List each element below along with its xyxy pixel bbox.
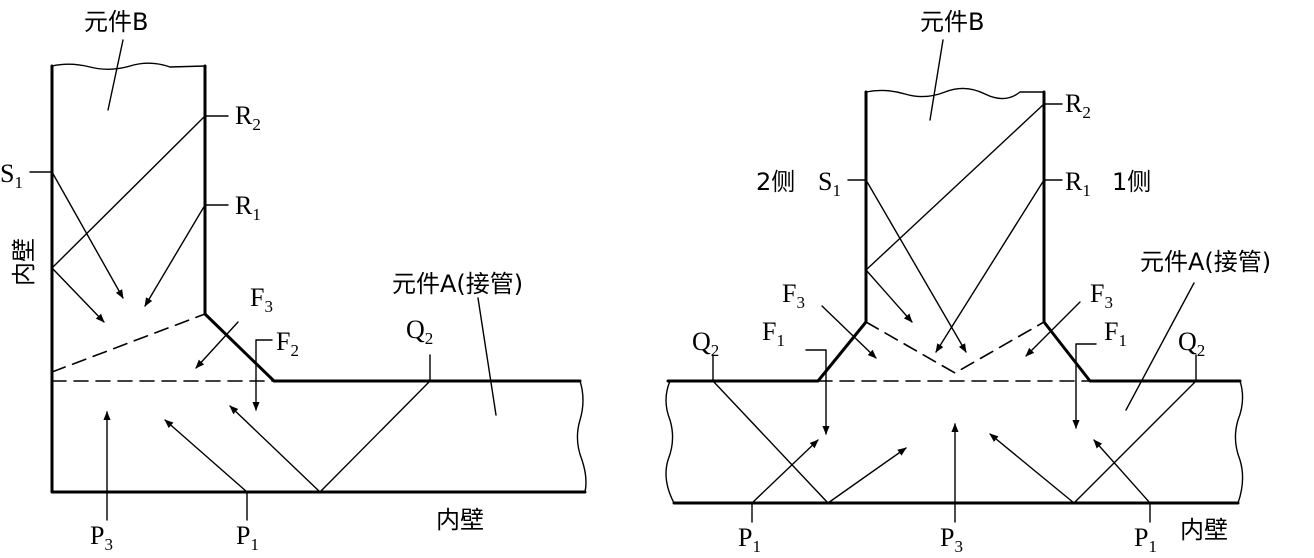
right-side-2-label: 2侧: [756, 168, 795, 196]
right-r1-label: R1: [1065, 167, 1091, 200]
left-ray-p1-a: [164, 419, 248, 493]
right-inner-wall-bottom-label: 内壁: [1180, 516, 1228, 544]
right-ray-q2-left-reflect: [712, 380, 829, 504]
right-f1-left-label: F1: [762, 317, 785, 350]
right-ray-s1: [865, 179, 967, 353]
left-p1-label: P1: [236, 521, 259, 554]
left-ray-s1: [51, 171, 124, 299]
left-ray-f3: [195, 321, 239, 369]
left-diagram: 元件B 元件A(接管) 内壁 内壁 S1 R2 R1 F3 F2 Q2 P3 P…: [0, 8, 587, 554]
right-q2-left-label: Q2: [692, 327, 719, 360]
right-s1-label: S1: [818, 167, 841, 200]
right-component-b-left-edge: [666, 90, 868, 383]
left-component-b-leader: [107, 39, 124, 111]
left-ray-r1: [144, 204, 206, 307]
right-ray-f1-right: [1072, 343, 1097, 429]
right-component-b-break: [865, 87, 1045, 100]
right-ray-f3-left: [821, 305, 877, 359]
right-ray-wall-down: [865, 269, 913, 323]
right-r2-label: R2: [1065, 89, 1091, 122]
right-component-a-leader: [1125, 282, 1195, 411]
left-ray-r2-reflect: [51, 115, 206, 269]
left-ray-q2-reflect: [319, 380, 431, 493]
right-component-a-right-break: [1234, 380, 1244, 504]
right-diagram: 元件B 元件A(接管) 内壁 2侧 1侧 R2 S1 R1 F3 F1 F3 F…: [665, 8, 1271, 556]
right-p1-left-label: P1: [738, 523, 761, 556]
left-ray-p1-b: [229, 405, 321, 493]
right-component-b-leader: [929, 39, 944, 121]
left-q2-label: Q2: [406, 315, 433, 348]
right-ray-p1-right-b: [1093, 439, 1151, 504]
left-component-b-outline: [50, 64, 587, 494]
right-f3-left-label: F3: [782, 279, 805, 312]
left-component-b-break: [51, 62, 206, 70]
left-ray-f2: [252, 339, 273, 411]
left-r2-label: R2: [235, 101, 261, 134]
right-ray-f3-right: [1025, 301, 1081, 357]
left-component-b-right-edge: [203, 64, 582, 383]
right-component-a-label: 元件A(接管): [1140, 248, 1271, 276]
left-s1-label: S1: [0, 159, 23, 192]
right-f3-right-label: F3: [1090, 279, 1113, 312]
left-f3-label: F3: [250, 283, 273, 316]
right-ray-p1-left-a: [751, 439, 819, 504]
left-component-a-leader: [477, 297, 497, 416]
right-q2-right-label: Q2: [1178, 327, 1205, 360]
right-side-1-label: 1侧: [1112, 168, 1151, 196]
right-fusion-line-v: [865, 321, 1045, 374]
right-ray-r1: [935, 179, 1045, 353]
left-component-b-label: 元件B: [84, 8, 148, 36]
right-component-b-right-edge: [1042, 90, 1242, 383]
right-ray-p1-right-a: [989, 433, 1075, 504]
right-ray-p1-left-b: [827, 447, 907, 504]
right-f1-right-label: F1: [1104, 317, 1127, 350]
left-inner-wall-vertical-label: 内壁: [10, 238, 38, 286]
left-fusion-line-diagonal: [51, 313, 206, 373]
right-ray-r2-reflect: [865, 103, 1045, 271]
left-component-a-break: [576, 380, 587, 493]
right-component-a-left-break: [665, 380, 675, 504]
right-p1-right-label: P1: [1134, 523, 1157, 556]
left-f2-label: F2: [276, 327, 299, 360]
right-ray-f1-left: [805, 349, 830, 435]
left-inner-wall-bottom-label: 内壁: [436, 506, 484, 534]
right-component-b-label: 元件B: [920, 8, 984, 36]
left-p3-label: P3: [90, 521, 113, 554]
left-r1-label: R1: [235, 191, 261, 224]
left-component-a-label: 元件A(接管): [392, 270, 523, 298]
right-p3-label: P3: [940, 523, 963, 556]
left-ray-wall-down: [51, 267, 105, 323]
right-ray-q2-right-reflect: [1073, 380, 1197, 504]
